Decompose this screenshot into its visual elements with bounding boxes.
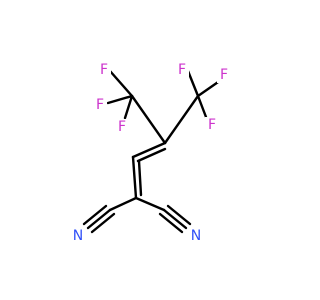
bond-c-c xyxy=(130,94,167,145)
atom-f: F xyxy=(208,117,216,133)
bond-c-c-double xyxy=(137,159,143,197)
bond-c-c xyxy=(134,196,166,212)
bond-c-c xyxy=(108,196,138,212)
atom-n: N xyxy=(191,228,201,244)
bond-nitrile xyxy=(82,204,108,226)
bond-nitrile xyxy=(162,208,188,230)
bond-c-c-double xyxy=(131,141,167,159)
atom-n: N xyxy=(73,228,83,244)
atom-f: F xyxy=(118,119,126,135)
bond-c-f xyxy=(196,94,208,119)
atom-labels: F F F F F F N N xyxy=(71,62,231,244)
bond-nitrile xyxy=(86,208,112,230)
bond-nitrile xyxy=(166,204,192,226)
bond-c-c-double xyxy=(136,147,167,163)
structure-svg: F F F F F F N N xyxy=(71,62,231,244)
bond-nitrile xyxy=(90,212,116,234)
atom-f: F xyxy=(220,67,228,83)
molecule-diagram: F F F F F F N N xyxy=(71,62,231,244)
bonds xyxy=(82,69,223,234)
bond-c-c xyxy=(163,94,200,145)
bond-nitrile xyxy=(158,212,184,234)
bond-c-f xyxy=(108,69,134,98)
bond-c-f xyxy=(123,94,134,120)
bond-c-f xyxy=(186,69,200,98)
atom-f: F xyxy=(96,97,104,113)
bond-c-f xyxy=(106,94,134,105)
atom-f: F xyxy=(178,62,186,78)
bond-c-c xyxy=(131,155,138,200)
atom-f: F xyxy=(100,62,108,78)
